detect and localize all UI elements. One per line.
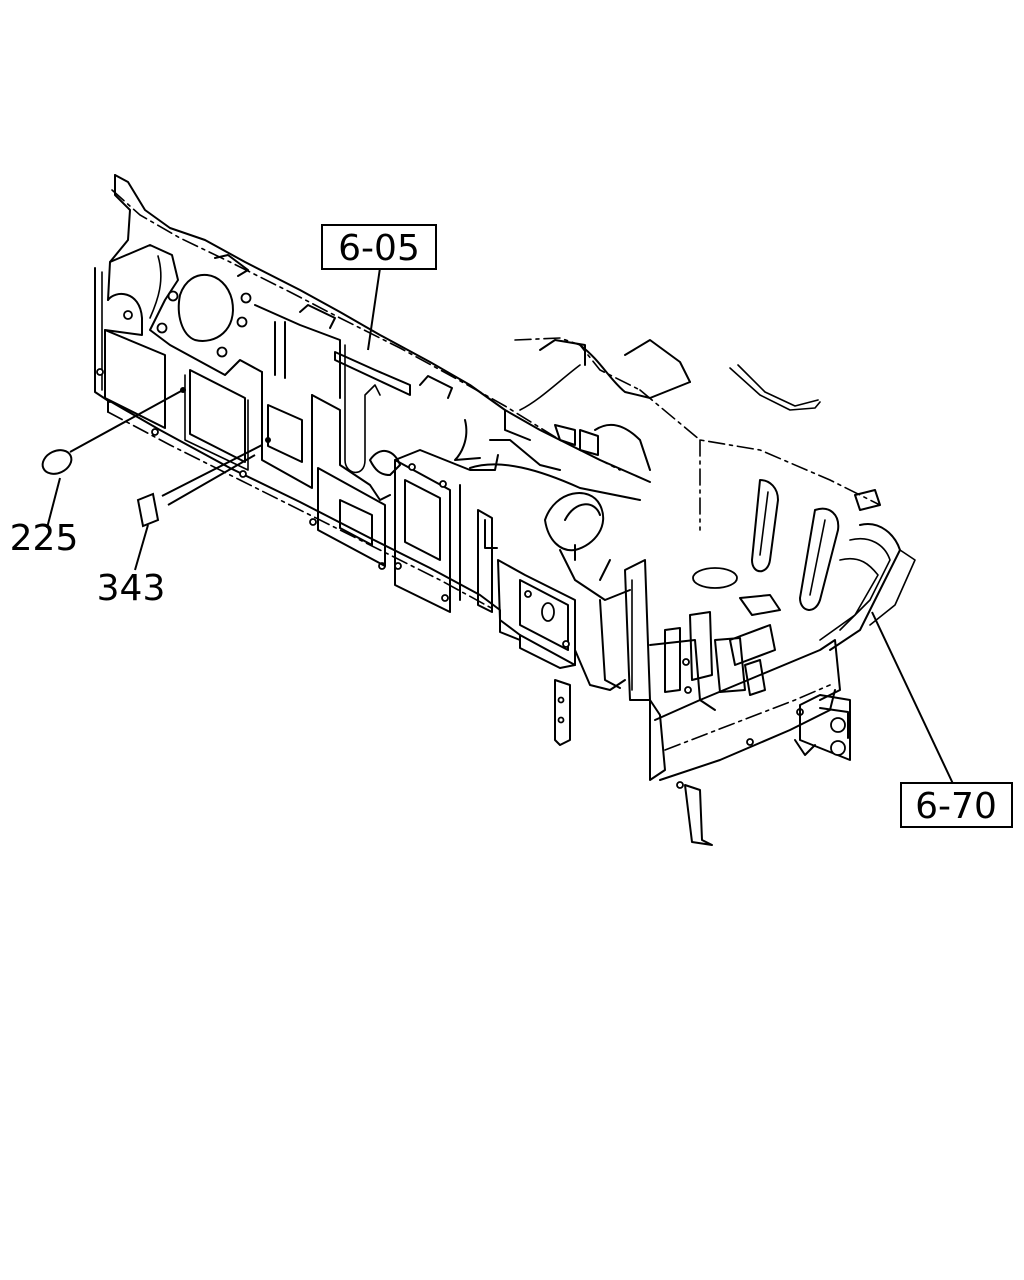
callout-ref-605[interactable]: 6-05 [321, 224, 437, 270]
leader-605 [367, 267, 381, 351]
grommet-plug-icon [41, 449, 73, 475]
callout-ref-670[interactable]: 6-70 [900, 782, 1013, 828]
leader-343 [161, 444, 263, 506]
leader-225-tip [180, 387, 186, 393]
ref-label-670: 6-70 [915, 786, 997, 827]
leader-343-label [134, 524, 149, 571]
leader-225-label [46, 477, 61, 529]
ref-label-605: 6-05 [338, 228, 420, 269]
part-label-225[interactable]: 225 [10, 518, 79, 559]
ref-box-605 [321, 224, 437, 270]
leader-343-tip [265, 437, 271, 443]
leader-225 [69, 389, 184, 453]
leader-lines [46, 267, 956, 789]
seal-patch-icon [136, 492, 160, 528]
dash-panel-assembly [94, 174, 916, 846]
leader-670 [871, 611, 956, 789]
part-label-343[interactable]: 343 [97, 568, 166, 609]
ref-box-670 [900, 782, 1013, 828]
